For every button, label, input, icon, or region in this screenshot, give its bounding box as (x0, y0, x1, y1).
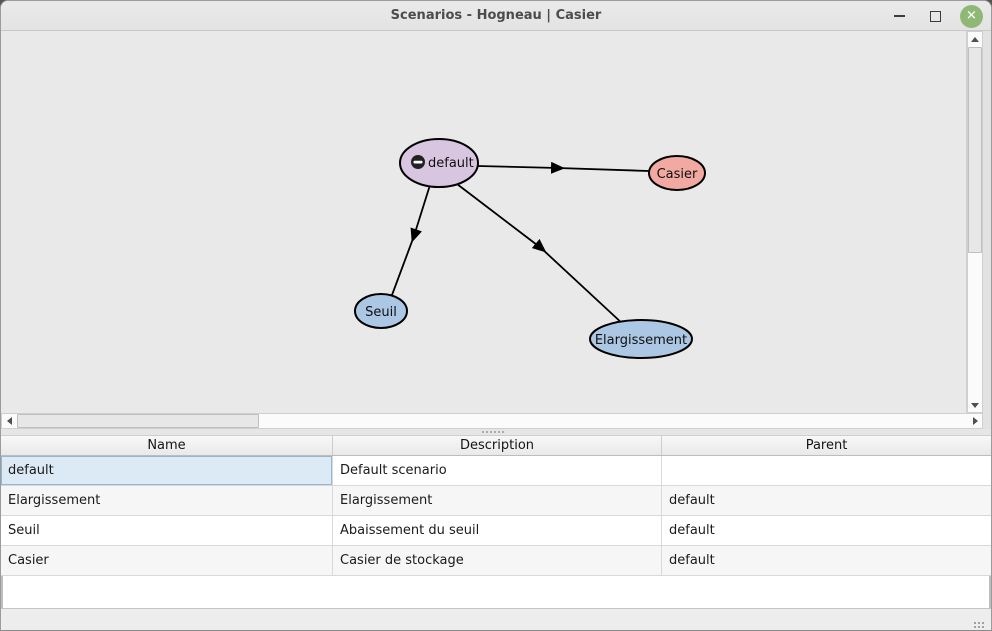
graph-node-default[interactable]: default (399, 138, 479, 188)
column-header-description[interactable]: Description (333, 436, 662, 455)
scenario-table: Name Description Parent default Default … (1, 435, 991, 576)
scroll-left-button[interactable] (2, 414, 16, 428)
graph-node-casier[interactable]: Casier (648, 155, 706, 191)
close-icon: ✕ (966, 8, 977, 23)
column-header-name[interactable]: Name (1, 436, 333, 455)
graph-panel: default Casier Seuil Elargissement (1, 31, 991, 429)
triangle-left-icon (6, 417, 12, 425)
scroll-down-button[interactable] (968, 398, 982, 412)
titlebar[interactable]: Scenarios - Hogneau | Casier ✕ (1, 1, 991, 31)
minimize-button[interactable] (888, 5, 910, 27)
node-label-elargissement: Elargissement (595, 333, 687, 348)
graph-node-seuil[interactable]: Seuil (354, 293, 408, 329)
vertical-scrollbar-thumb[interactable] (968, 47, 982, 253)
scenario-graph-canvas[interactable]: default Casier Seuil Elargissement (1, 31, 967, 413)
edge-default-casier (477, 161, 650, 174)
splitter-grip-icon (482, 431, 484, 433)
edge-default-elargissement (456, 183, 625, 326)
status-bar (1, 608, 991, 630)
table-row: default Default scenario (1, 456, 991, 486)
triangle-up-icon (971, 36, 979, 42)
cell-name[interactable]: Elargissement (1, 486, 333, 515)
window-title: Scenarios - Hogneau | Casier (390, 8, 602, 23)
panel-splitter[interactable] (1, 429, 991, 435)
maximize-icon (929, 10, 941, 22)
horizontal-scrollbar[interactable] (1, 413, 983, 429)
node-label-default: default (428, 156, 474, 171)
minimize-icon (893, 15, 905, 17)
close-button[interactable]: ✕ (960, 4, 983, 28)
resize-grip-icon[interactable] (982, 622, 984, 624)
graph-node-elargissement[interactable]: Elargissement (589, 319, 693, 359)
table-row: Seuil Abaissement du seuil default (1, 516, 991, 546)
triangle-down-icon (971, 402, 979, 408)
column-header-parent[interactable]: Parent (805, 438, 848, 453)
collapse-minus-bar (413, 160, 423, 164)
scroll-up-button[interactable] (968, 32, 982, 46)
cell-parent[interactable]: default (669, 493, 715, 508)
table-row: Elargissement Elargissement default (1, 486, 991, 516)
cell-name[interactable]: Casier (1, 546, 333, 575)
cell-description[interactable]: Default scenario (333, 456, 662, 485)
cell-description[interactable]: Elargissement (333, 486, 662, 515)
cell-name[interactable]: Seuil (1, 516, 333, 545)
maximize-button[interactable] (924, 5, 946, 27)
window-controls: ✕ (888, 1, 983, 31)
scenario-graph: default Casier Seuil Elargissement (354, 138, 706, 359)
cell-parent[interactable]: default (669, 523, 715, 538)
scroll-right-button[interactable] (968, 414, 982, 428)
table-row: Casier Casier de stockage default (1, 546, 991, 576)
graph-edges (391, 161, 650, 326)
cell-description[interactable]: Casier de stockage (333, 546, 662, 575)
triangle-right-icon (972, 417, 978, 425)
edge-default-seuil (391, 184, 431, 296)
cell-parent[interactable] (662, 456, 991, 485)
node-label-seuil: Seuil (365, 305, 397, 320)
table-empty-area (1, 576, 991, 608)
table-header: Name Description Parent (1, 435, 991, 456)
horizontal-scrollbar-thumb[interactable] (17, 414, 259, 428)
cell-name-selected[interactable]: default (1, 456, 333, 485)
vertical-scrollbar[interactable] (967, 31, 983, 413)
cell-parent[interactable]: default (669, 553, 715, 568)
cell-description[interactable]: Abaissement du seuil (333, 516, 662, 545)
node-label-casier: Casier (657, 167, 698, 182)
